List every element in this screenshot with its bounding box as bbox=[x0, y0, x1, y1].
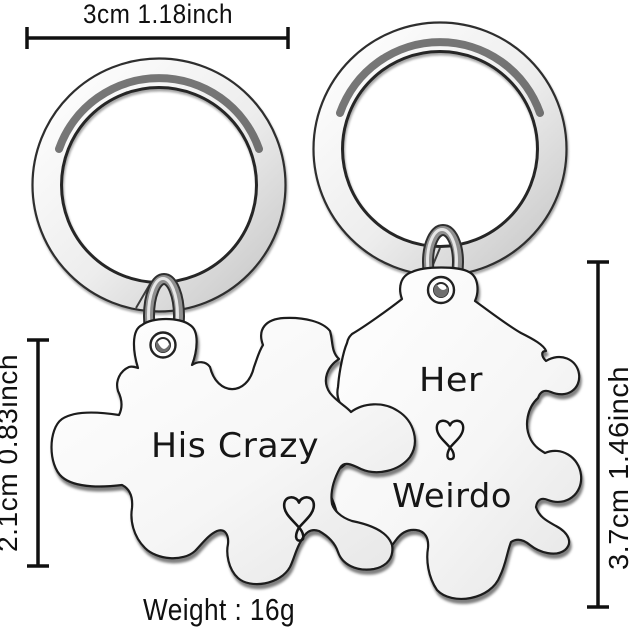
width-dimension-label: 3cm 1.18inch bbox=[83, 0, 233, 29]
right-height-dimension-label: 3.7cm 1.46inch bbox=[603, 366, 634, 570]
heart-balloon-icon-right bbox=[435, 419, 465, 461]
weirdo-engraving-text: Weirdo bbox=[392, 476, 512, 515]
right-height-dimension-line bbox=[587, 260, 609, 609]
jump-ring-wire-in-hole bbox=[433, 282, 449, 298]
left-keyring bbox=[31, 57, 287, 313]
weight-label: Weight : 16g bbox=[143, 592, 295, 627]
her-engraving-text: Her bbox=[419, 360, 483, 399]
left-engraving-text: His Crazy bbox=[151, 426, 319, 466]
left-height-dimension-line bbox=[27, 338, 49, 568]
right-piece-hole bbox=[426, 275, 456, 305]
left-puzzle-piece bbox=[50, 316, 416, 586]
width-dimension-line bbox=[25, 27, 290, 49]
right-height-dimension: 3.7cm 1.46inch bbox=[587, 260, 634, 609]
left-piece-hole bbox=[149, 331, 177, 359]
ring-inner-shading bbox=[336, 38, 544, 117]
ring-inner-shading bbox=[55, 74, 263, 153]
width-dimension: 3cm 1.18inch bbox=[25, 0, 290, 49]
left-height-dimension-label: 2.1cm 0.83inch bbox=[0, 354, 23, 552]
heart-balloon-icon-left bbox=[282, 496, 316, 542]
left-height-dimension: 2.1cm 0.83inch bbox=[0, 338, 49, 568]
